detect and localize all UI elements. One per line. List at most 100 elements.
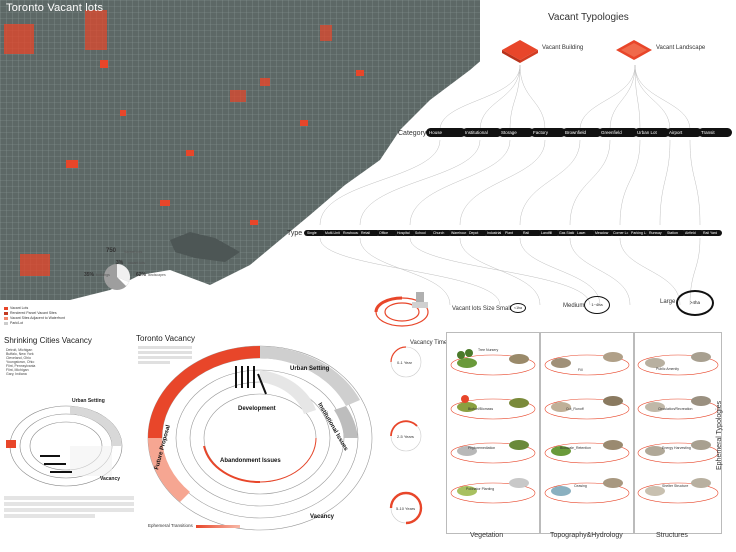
ephemeral-transitions-label: Ephemeral Transitions — [148, 523, 193, 528]
vacant-building-label: Vacant Building — [542, 45, 584, 51]
shrinking-city-list: Detroit, Michigan Buffalo, New York Clev… — [6, 348, 35, 376]
category-pill[interactable]: Airport — [666, 128, 702, 137]
connector-lines — [319, 64, 701, 306]
map-pie-chart — [104, 264, 130, 290]
struct-item-0: Public Amenity — [656, 367, 679, 371]
map-graphic — [0, 0, 520, 300]
topography-title: Topography&Hydrology — [550, 532, 623, 539]
type-pill[interactable]: Parking Lot — [628, 230, 650, 236]
city-item: Flint, Pennsylvania — [6, 364, 36, 368]
size-rings-icon — [374, 292, 429, 327]
type-pill[interactable]: Plant — [502, 230, 524, 236]
structures-title: Structures — [656, 532, 688, 539]
legend-label: Rendered Parcel Vacant Sites — [10, 311, 57, 315]
topo-item-3: Ceasing — [574, 484, 587, 488]
type-pill[interactable]: Church — [430, 230, 452, 236]
veg-item-3: Pollinator Planting — [466, 487, 495, 491]
ephemeral-title: Ephemeral Typologies — [716, 400, 723, 470]
size-diagram — [372, 290, 442, 345]
city-item: Gary, Indiana — [6, 372, 27, 376]
type-pill[interactable]: Depot — [466, 230, 488, 236]
ephemeral-transitions-bar — [196, 525, 240, 528]
struct-item-2: Energy Harvesting — [662, 446, 691, 450]
type-pill[interactable]: Runway — [646, 230, 668, 236]
stat-pct-b: 35% — [84, 272, 95, 278]
shrinking-title: Shrinking Cities Vacancy — [4, 336, 92, 345]
type-pill[interactable]: Warehouse — [448, 230, 470, 236]
legend-swatch — [4, 306, 8, 310]
category-pill[interactable]: Transit — [698, 128, 732, 137]
text-line — [138, 346, 192, 349]
legend-item: Rendered Parcel Vacant Sites — [4, 311, 65, 315]
type-pill[interactable]: Multi-Unit — [322, 230, 344, 236]
toronto-ring-diagram: Urban Setting Development Abandonment Is… — [147, 345, 373, 531]
legend-swatch — [4, 311, 8, 315]
stat-total: 750 — [106, 248, 117, 254]
type-pill[interactable]: Corner Lot — [610, 230, 632, 236]
toronto-map — [0, 0, 520, 300]
vacant-landscape-label: Vacant Landscape — [656, 45, 706, 51]
type-pill[interactable]: Retail — [358, 230, 380, 236]
category-pill[interactable]: House — [426, 128, 466, 137]
ring-label-vacancy: Vacancy — [310, 514, 335, 520]
stat-total-label: Vacant Lots — [124, 250, 143, 254]
type-pill[interactable]: Single — [304, 230, 326, 236]
vegetation-title: Vegetation — [470, 532, 504, 539]
stat-pct-c: 62% — [136, 272, 147, 278]
stat-pct-a: 3% — [116, 260, 124, 266]
legend-swatch — [4, 321, 8, 325]
ephemeral-title-wrap: Ephemeral Typologies — [716, 401, 730, 550]
size-small-value: <1ha — [510, 303, 526, 313]
category-pill[interactable]: Urban Lot — [634, 128, 670, 137]
type-pill[interactable]: Station — [664, 230, 686, 236]
vegetation-column — [446, 332, 540, 534]
size-large-label: Large — [660, 299, 676, 305]
text-line — [138, 361, 171, 364]
legend-item: Park/Lot — [4, 321, 65, 325]
vacant-landscape-icon — [616, 40, 652, 60]
legend-item: Vacant Sites Adjacent to Waterfront — [4, 316, 65, 320]
type-pill[interactable]: Rowhouse — [340, 230, 362, 236]
structures-column — [634, 332, 722, 534]
topo-item-2: Bioswale_Retention — [560, 446, 591, 450]
size-label: Vacant lots Size — [452, 306, 495, 312]
veg-item-0: Tree Nursery — [478, 348, 499, 352]
category-pill[interactable]: Factory — [530, 128, 566, 137]
category-pill[interactable]: Brownfield — [562, 128, 602, 137]
category-pill[interactable]: Greenfield — [598, 128, 638, 137]
type-pill[interactable]: Rail — [520, 230, 542, 236]
toronto-vacancy-notes — [138, 346, 192, 364]
struct-item-1: Circulation/Recreation — [658, 407, 693, 411]
stat-pct-b-label: buildings — [96, 273, 110, 277]
city-item: Buffalo, New York — [6, 352, 34, 356]
type-pill[interactable]: Hospital — [394, 230, 416, 236]
type-pill[interactable]: Lawn — [574, 230, 596, 236]
stat-pct-a-label: vacant lots — [128, 261, 145, 265]
shrinking-ring-label-0: Urban Setting — [72, 398, 105, 404]
type-pill[interactable]: Industrial — [484, 230, 506, 236]
type-pill[interactable]: Rail Yard — [700, 230, 722, 236]
type-pill[interactable]: Landfill — [538, 230, 560, 236]
topography-vignettes — [544, 352, 630, 504]
type-pill[interactable]: Meadow — [592, 230, 614, 236]
veg-item-1: Biofuel/Biomass — [468, 407, 494, 411]
type-pill[interactable]: Airfield — [682, 230, 704, 236]
shrinking-ring-diagram — [6, 405, 123, 487]
legend-swatch — [4, 316, 8, 320]
text-line — [138, 356, 192, 359]
type-pill[interactable]: School — [412, 230, 434, 236]
city-item: Youngstown, Ohio — [6, 360, 35, 364]
struct-item-3: Shelter Structure — [662, 484, 689, 488]
size-medium-label: Medium — [563, 303, 585, 309]
time-0-1: 0-1 Year — [397, 360, 412, 365]
city-item: Cleveland, Ohio — [6, 356, 31, 360]
shrinking-paragraph — [4, 496, 134, 518]
type-pill[interactable]: Gas Station — [556, 230, 578, 236]
category-pill[interactable]: Storage — [498, 128, 534, 137]
vacancy-time-circles — [389, 346, 423, 525]
vegetation-vignettes — [450, 349, 536, 504]
category-pill[interactable]: Institutional — [462, 128, 502, 137]
type-pill[interactable]: Office — [376, 230, 398, 236]
ring-label-development: Development — [238, 406, 276, 412]
ring-label-abandonment: Abandonment Issues — [220, 458, 281, 464]
